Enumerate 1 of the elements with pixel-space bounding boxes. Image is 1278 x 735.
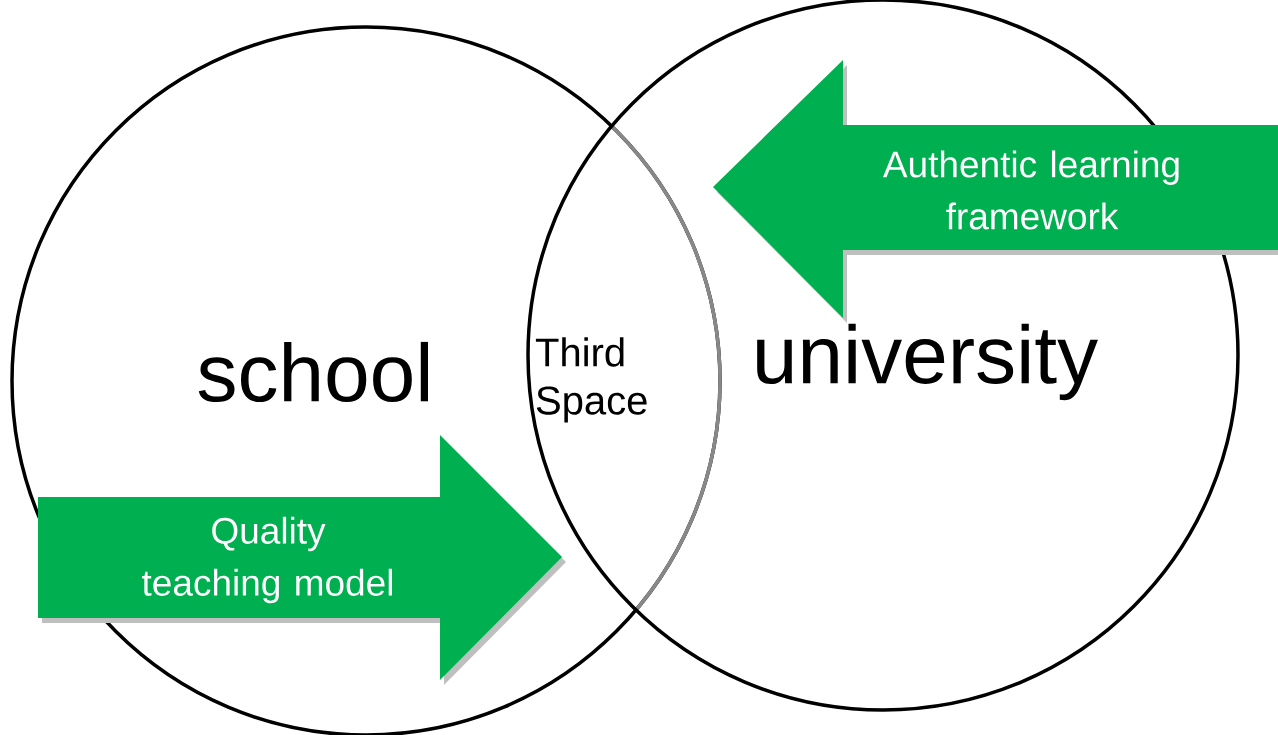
region-label: Third Space xyxy=(535,337,647,423)
